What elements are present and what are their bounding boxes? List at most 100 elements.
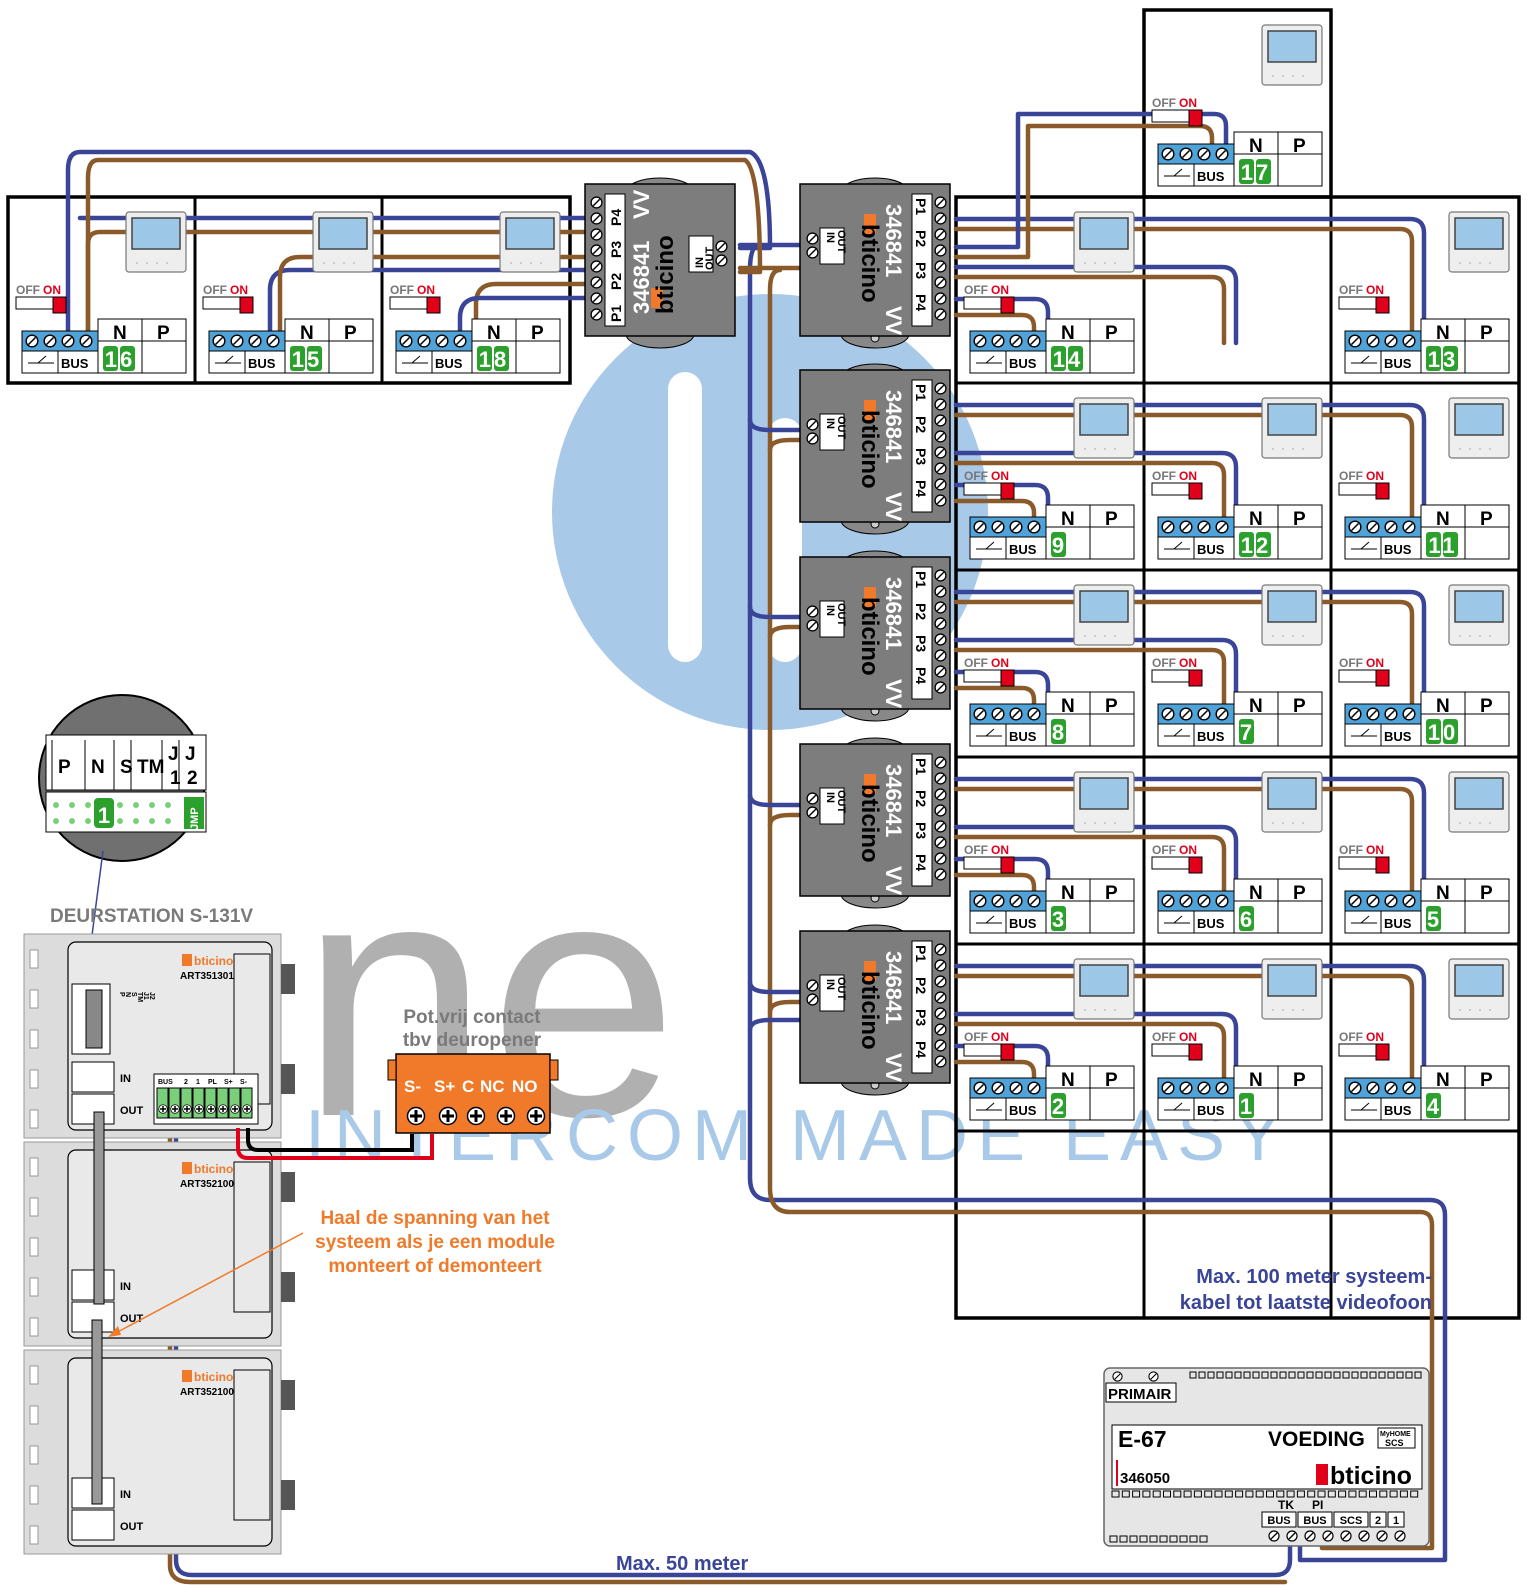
terminal-screw (973, 707, 987, 721)
switch-on-label: ON (991, 1030, 1009, 1044)
terminal-screw (1366, 707, 1380, 721)
port-label: P3 (913, 448, 929, 465)
unit-number: 12 (1241, 533, 1271, 558)
terminal-screw (806, 792, 819, 805)
bus-wire (953, 1059, 1037, 1093)
terminal-screw (1179, 520, 1193, 534)
psu-vent (1279, 1371, 1287, 1379)
bus-wire (767, 267, 1435, 1551)
terminal-screw (182, 1104, 192, 1114)
terminal-screw (806, 605, 819, 618)
terminal-screw (158, 1104, 168, 1114)
psu-vent (1261, 1371, 1269, 1379)
switch-off-label: OFF (964, 1030, 988, 1044)
terminal-screw (43, 334, 57, 348)
psu-vent (1163, 1490, 1171, 1498)
bus-wire (953, 685, 1037, 719)
monitor-screen (1267, 964, 1317, 997)
switch-off-label: OFF (1339, 469, 1363, 483)
terminal-screw (248, 334, 262, 348)
contact-symbol (1173, 1102, 1183, 1111)
distributor-brand: bticino (856, 224, 883, 303)
number-tile (307, 346, 322, 371)
bus-wire (747, 1017, 815, 1033)
terminal-screw (806, 979, 819, 992)
monitor-screen (1267, 403, 1317, 436)
flat-cable (91, 1319, 103, 1505)
number-tile (1051, 532, 1066, 557)
switch-on-label: ON (1179, 469, 1197, 483)
bus-label: BUS (1009, 1103, 1037, 1118)
distributor-model: 346841 (881, 951, 906, 1024)
bus-wire (953, 1011, 1239, 1093)
number-tile (1051, 346, 1066, 371)
watermark-bar-2 (768, 418, 802, 662)
psu-vent (1286, 1490, 1295, 1498)
jumper-pin (117, 802, 123, 808)
terminal-screw (991, 707, 1005, 721)
terminal-screw (1027, 707, 1041, 721)
unit-number: 13 (1428, 347, 1458, 372)
terminal-screw (934, 212, 947, 225)
unit-number: 16 (105, 347, 135, 372)
switch-toggle (1000, 856, 1015, 874)
terminal-screw (1027, 334, 1041, 348)
brand-mark (182, 1370, 192, 1382)
terminal-screw (1215, 707, 1229, 721)
switch-off-label: OFF (1152, 96, 1176, 110)
unit-number: 14 (1053, 347, 1083, 372)
bus-label: BUS (1197, 542, 1225, 557)
switch-on-label: ON (1179, 96, 1197, 110)
switch-on-label: ON (43, 283, 61, 297)
psu-vent (1379, 1490, 1388, 1498)
frame-slot (29, 1237, 39, 1257)
monitor-screen (505, 217, 555, 250)
psu-vent (1387, 1371, 1395, 1379)
module-clip (281, 1064, 295, 1094)
p-label: P (157, 323, 170, 344)
bus-wire (767, 812, 815, 828)
psu-terminal-box (1369, 1511, 1387, 1528)
door-station-title: DEURSTATION S-131V (50, 906, 253, 927)
frame-slot (29, 1197, 39, 1217)
p-label: P (1105, 696, 1118, 717)
switch-on-label: ON (991, 843, 1009, 857)
zoom-label: J (168, 744, 179, 765)
switch-toggle (1375, 856, 1390, 874)
distributor-brand: bticino (856, 784, 883, 863)
terminal-screw (1197, 147, 1211, 161)
jumper-pin (149, 818, 155, 824)
terminal-screw (590, 308, 603, 321)
switch-toggle (1188, 669, 1203, 687)
distributor-model: 346841 (881, 390, 906, 463)
switch-toggle (1000, 296, 1015, 314)
terminal-screw (1384, 707, 1398, 721)
psu-vent (1317, 1490, 1326, 1498)
psu-vent (1139, 1535, 1148, 1543)
psu-vent (1216, 1371, 1224, 1379)
monitor-screen (1454, 403, 1504, 436)
terminal-screw (934, 430, 947, 443)
terminal-screw (1384, 894, 1398, 908)
switch-toggle (1375, 669, 1390, 687)
terminal-screw (1402, 334, 1416, 348)
brand-mark (864, 961, 876, 981)
psu-vent (1255, 1490, 1264, 1498)
jumper-pin (53, 818, 59, 824)
psu-vent (1306, 1371, 1314, 1379)
terminal-screw (934, 1023, 947, 1036)
terminal-screw (1402, 707, 1416, 721)
in-out-box (819, 974, 845, 1012)
switch-toggle (1188, 1043, 1203, 1061)
terminal-screw (1366, 334, 1380, 348)
terminal-slot (228, 1087, 241, 1119)
terminal-screw (590, 276, 603, 289)
psu-vent (1389, 1490, 1398, 1498)
terminal-label: S- (240, 1079, 248, 1086)
contact-title-1: Pot.vrij contact (403, 1007, 541, 1028)
terminal-screw (934, 382, 947, 395)
